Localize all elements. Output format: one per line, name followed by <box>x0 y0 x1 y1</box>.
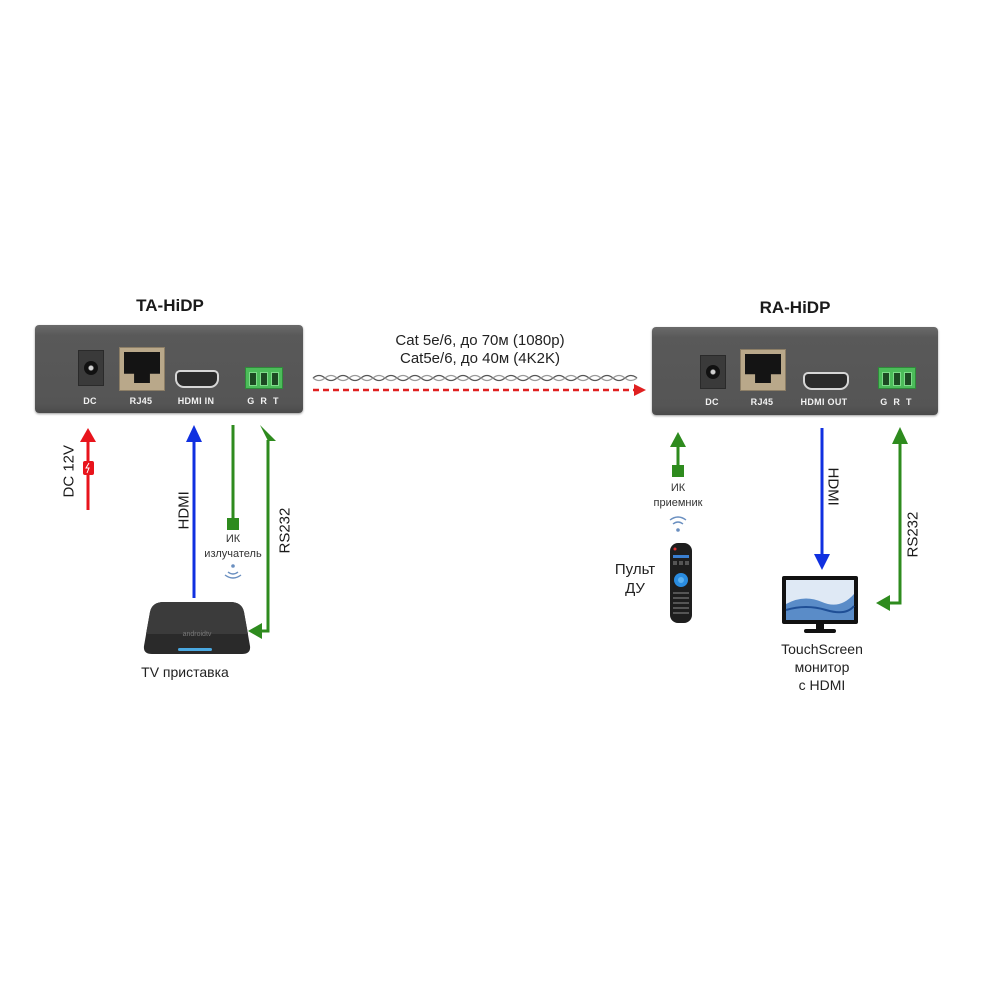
hdmi-output-arrow <box>814 428 830 570</box>
tv-box-label: TV приставка <box>141 664 229 680</box>
monitor-label-line-1: TouchScreen <box>781 641 863 657</box>
port-label-rj45: RJ45 <box>129 396 153 406</box>
remote-label-line-2: ДУ <box>625 580 645 597</box>
port-label-grt: G R T <box>247 396 279 406</box>
hdmi-label-right: HDMI <box>824 467 842 506</box>
receiver-title: RA-HiDP <box>759 298 831 317</box>
ir-receiver-label-line-2: приемник <box>653 497 703 509</box>
arrowhead-icon <box>634 384 646 396</box>
dc-jack <box>700 355 726 389</box>
rs232-terminal-block <box>245 367 283 389</box>
tv-box-icon: androidtv <box>143 602 251 654</box>
rs232-label-left: RS232 <box>276 507 294 554</box>
ir-emitter-label-line-1: ИК <box>225 533 241 545</box>
ir-wave-icon <box>224 564 242 579</box>
rs232-terminal-block <box>878 367 916 389</box>
port-label-dc: DC <box>705 397 719 407</box>
lightning-icon <box>85 462 90 474</box>
rj45-port <box>740 349 786 391</box>
ir-emitter-line <box>227 425 239 530</box>
power-label: DC 12V <box>60 444 78 498</box>
port-label-hdmi-out: HDMI OUT <box>800 397 848 407</box>
monitor-label-line-2: монитор <box>794 659 850 675</box>
receiver-device: DC RJ45 HDMI OUT G R T <box>652 327 938 415</box>
rj45-port <box>119 347 165 391</box>
hdmi-out-port <box>803 372 849 390</box>
port-label-dc: DC <box>83 396 97 406</box>
transmitter-device: DC RJ45 HDMI IN G R T <box>35 325 303 413</box>
transmitter-title: TA-HiDP <box>136 296 204 315</box>
remote-label-line-1: Пульт <box>614 561 656 578</box>
cable-spec-line-1: Cat 5e/6, до 70м (1080p) <box>395 332 565 349</box>
monitor-label-line-3: с HDMI <box>798 677 846 693</box>
remote-control-icon <box>670 543 692 623</box>
ir-emitter-label-line-2: излучатель <box>204 548 262 560</box>
ir-receiver-arrow <box>670 432 686 477</box>
dc-jack <box>78 350 104 386</box>
hdmi-input-arrow <box>186 425 202 598</box>
cable-spec-line-2: Cat5e/6, до 40м (4K2K) <box>400 350 560 367</box>
rs232-label-right: RS232 <box>904 511 922 558</box>
twisted-pair-cable <box>312 374 638 382</box>
rs232-arrow-left <box>248 425 276 639</box>
ir-receiver-label-line-1: ИК <box>670 482 686 494</box>
ir-wave-icon <box>669 516 687 532</box>
hdmi-in-port <box>175 370 219 388</box>
port-label-grt: G R T <box>880 397 912 407</box>
power-arrow <box>80 428 96 510</box>
brand-logo: androidtv <box>183 631 212 638</box>
port-label-hdmi-in: HDMI IN <box>177 396 215 406</box>
hdmi-label-left: HDMI <box>175 491 193 530</box>
rs232-arrow-right <box>876 427 908 611</box>
monitor-icon <box>782 576 858 633</box>
port-label-rj45: RJ45 <box>750 397 774 407</box>
